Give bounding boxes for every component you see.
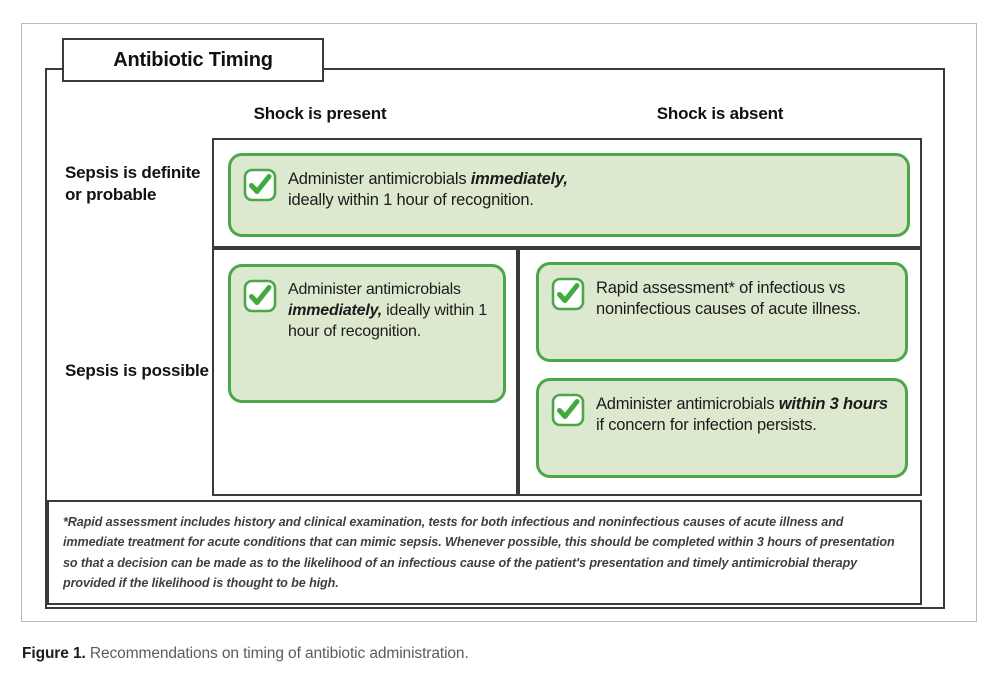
rec2-emphasis: immediately, <box>288 301 382 319</box>
rec4-before: Administer antimicrobials <box>596 395 779 413</box>
row-label-column: Sepsis is definite or probable Sepsis is… <box>47 138 212 496</box>
recommendation-text-possible-shock-present: Administer antimicrobials immediately, i… <box>288 278 491 342</box>
rec2-after: ideally within 1 hour of recognition. <box>288 301 488 340</box>
cell-possible-shock-present: Administer antimicrobials immediately, i… <box>212 248 518 496</box>
rec2-before: Administer antimicrobials <box>288 281 461 298</box>
row-label-sepsis-definite-or-probable: Sepsis is definite or probable <box>65 163 201 205</box>
diagram-title: Antibiotic Timing <box>113 48 273 71</box>
figure-caption-label: Figure 1. <box>22 645 86 662</box>
recommendation-text-within-3-hours: Administer antimicrobials within 3 hours… <box>596 392 893 436</box>
recommendation-box-definite-both: Administer antimicrobials immediately, id… <box>228 153 910 237</box>
figure-caption: Figure 1. Recommendations on timing of a… <box>22 645 962 663</box>
row-label-sepsis-possible: Sepsis is possible <box>65 361 209 380</box>
column-header-shock-present: Shock is present <box>253 104 387 123</box>
rec1-part1: Administer antimicrobials <box>288 170 471 188</box>
cell-possible-shock-absent: Rapid assessment* of infectious vs nonin… <box>518 248 922 496</box>
recommendation-box-rapid-assessment: Rapid assessment* of infectious vs nonin… <box>536 262 908 362</box>
rec1-emphasis: immediately, <box>470 170 568 188</box>
rec4-after: if concern for infection persists. <box>596 416 817 435</box>
checkbox-checked-icon <box>551 277 585 311</box>
column-header-shock-absent: Shock is absent <box>656 104 784 123</box>
recommendation-text-definite-both: Administer antimicrobials immediately, id… <box>288 167 568 211</box>
rec4-emphasis: within 3 hours <box>778 395 888 413</box>
cell-definite-spanning: Administer antimicrobials immediately, id… <box>212 138 922 248</box>
recommendation-box-possible-shock-present: Administer antimicrobials immediately, i… <box>228 264 506 403</box>
recommendation-box-within-3-hours: Administer antimicrobials within 3 hours… <box>536 378 908 478</box>
checkbox-checked-icon <box>243 168 277 202</box>
diagram-title-box: Antibiotic Timing <box>62 38 324 82</box>
rec1-part2: ideally within 1 hour of recognition. <box>288 191 534 210</box>
recommendation-matrix: Sepsis is definite or probable Sepsis is… <box>47 138 922 496</box>
checkbox-checked-icon <box>551 393 585 427</box>
figure-caption-text: Recommendations on timing of antibiotic … <box>85 645 469 662</box>
checkbox-checked-icon <box>243 279 277 313</box>
recommendation-text-rapid-assessment: Rapid assessment* of infectious vs nonin… <box>596 279 861 319</box>
footnote-text: *Rapid assessment includes history and c… <box>63 515 895 591</box>
diagram-inner-border <box>45 68 945 609</box>
footnote-box: *Rapid assessment includes history and c… <box>47 500 922 605</box>
